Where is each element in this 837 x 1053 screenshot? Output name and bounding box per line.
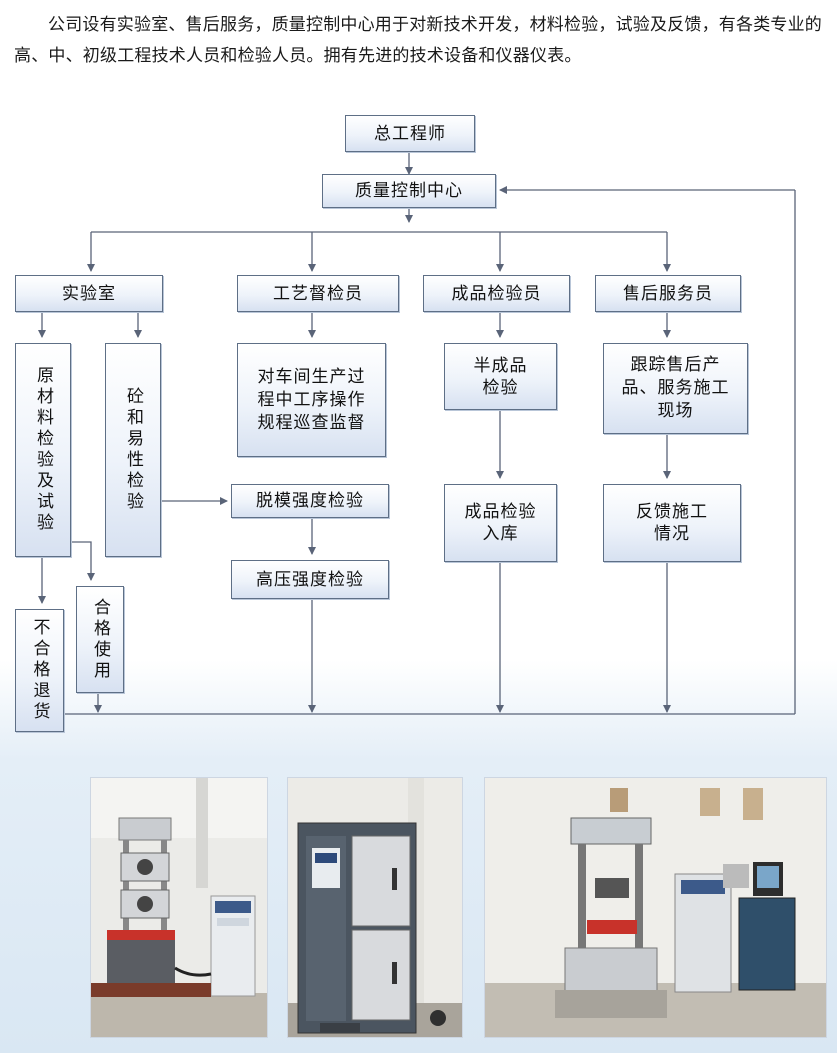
intro-paragraph: 公司设有实验室、售后服务，质量控制中心用于对新技术开发，材料检验，试验及反馈，有… — [14, 10, 824, 72]
lab-box: 实验室 — [15, 275, 163, 312]
product-inspector-label: 成品检验员 — [451, 283, 542, 304]
compression-testing-machine-photo — [484, 777, 827, 1038]
product-storage-box: 成品检验入库 — [444, 484, 557, 562]
feedback-box: 反馈施工情况 — [603, 484, 741, 562]
demold-strength-test-box: 脱模强度检验 — [231, 484, 389, 518]
chief-engineer-label: 总工程师 — [374, 123, 446, 144]
unqualified-return-box: 不合格退货 — [15, 609, 64, 732]
process-inspector-box: 工艺督检员 — [237, 275, 399, 312]
lab-label: 实验室 — [62, 283, 116, 304]
process-supervision-label: 对车间生产过程中工序操作规程巡查监督 — [257, 366, 366, 433]
process-inspector-label: 工艺督检员 — [273, 283, 363, 304]
product-inspector-box: 成品检验员 — [423, 275, 570, 312]
after-sales-box: 售后服务员 — [595, 275, 741, 312]
after-sales-label: 售后服务员 — [623, 283, 713, 304]
unqualified-return-label: 不合格退货 — [29, 618, 50, 723]
curing-cabinet-photo — [287, 777, 463, 1038]
track-after-sales-box: 跟踪售后产品、服务施工现场 — [603, 343, 748, 434]
feedback-label: 反馈施工情况 — [636, 502, 708, 544]
qc-center-box: 质量控制中心 — [322, 174, 496, 208]
universal-testing-machine-photo — [90, 777, 268, 1038]
high-pressure-test-label: 高压强度检验 — [256, 569, 364, 590]
qualified-use-label: 合格使用 — [90, 597, 110, 682]
semi-product-test-label: 半成品检验 — [473, 355, 528, 398]
product-storage-label: 成品检验入库 — [464, 502, 537, 544]
arrow-raw-qualified — [71, 541, 95, 581]
raw-material-test-label: 原材料检验及试验 — [33, 366, 53, 534]
process-supervision-box: 对车间生产过程中工序操作规程巡查监督 — [237, 343, 386, 457]
chief-engineer-box: 总工程师 — [345, 115, 475, 152]
track-after-sales-label: 跟踪售后产品、服务施工现场 — [621, 355, 730, 421]
semi-product-test-box: 半成品检验 — [444, 343, 557, 410]
concrete-test-box: 砼和易性检验 — [105, 343, 161, 557]
raw-material-test-box: 原材料检验及试验 — [15, 343, 71, 557]
concrete-test-label: 砼和易性检验 — [123, 387, 143, 513]
high-pressure-test-box: 高压强度检验 — [231, 560, 389, 599]
qualified-use-box: 合格使用 — [76, 586, 124, 693]
qc-center-label: 质量控制中心 — [355, 181, 463, 201]
intro-text: 公司设有实验室、售后服务，质量控制中心用于对新技术开发，材料检验，试验及反馈，有… — [14, 15, 822, 66]
flow-connectors — [38, 152, 796, 715]
demold-strength-test-label: 脱模强度检验 — [256, 491, 364, 511]
